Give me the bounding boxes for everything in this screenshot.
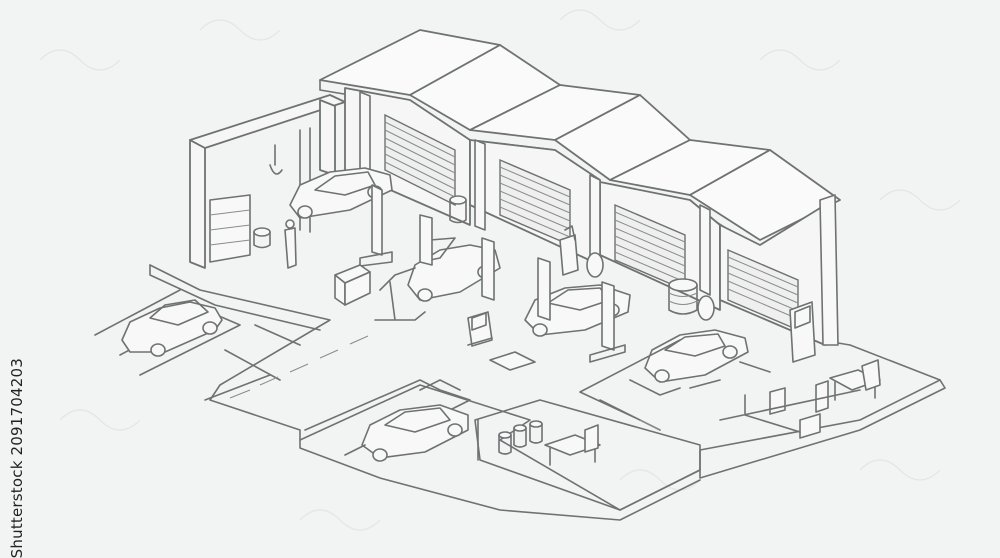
stock-id-label: Shutterstock 2091704203 bbox=[4, 100, 30, 558]
floor-drain bbox=[489, 351, 536, 371]
tool-shelf bbox=[209, 194, 271, 263]
tire-stack-1 bbox=[586, 252, 604, 278]
diagnostic-kiosk-1 bbox=[467, 311, 493, 347]
engine-crane bbox=[374, 267, 426, 321]
car-on-lift-3 bbox=[629, 329, 771, 396]
parking-lines-right bbox=[579, 339, 681, 431]
roll-up-door-1 bbox=[384, 113, 456, 207]
oil-barrel-1 bbox=[449, 195, 467, 224]
tool-cart bbox=[334, 264, 371, 306]
floor-outline bbox=[149, 264, 946, 521]
diagnostic-kiosk-2 bbox=[789, 301, 816, 363]
watermark-pattern bbox=[39, 9, 961, 531]
car-lower-bay bbox=[304, 379, 471, 462]
car-on-lift-1 bbox=[289, 167, 393, 267]
lower-room bbox=[474, 399, 701, 511]
car-hood-open bbox=[407, 214, 501, 302]
car-on-lift-2 bbox=[524, 257, 631, 363]
stock-id-text: Shutterstock 2091704203 bbox=[8, 357, 26, 558]
garage-building bbox=[189, 29, 841, 346]
car-parked-left bbox=[121, 299, 223, 357]
tire-changer bbox=[559, 225, 579, 276]
tire-stack-2 bbox=[668, 278, 715, 321]
waiting-area bbox=[719, 359, 881, 439]
mechanic-figure bbox=[284, 219, 297, 269]
